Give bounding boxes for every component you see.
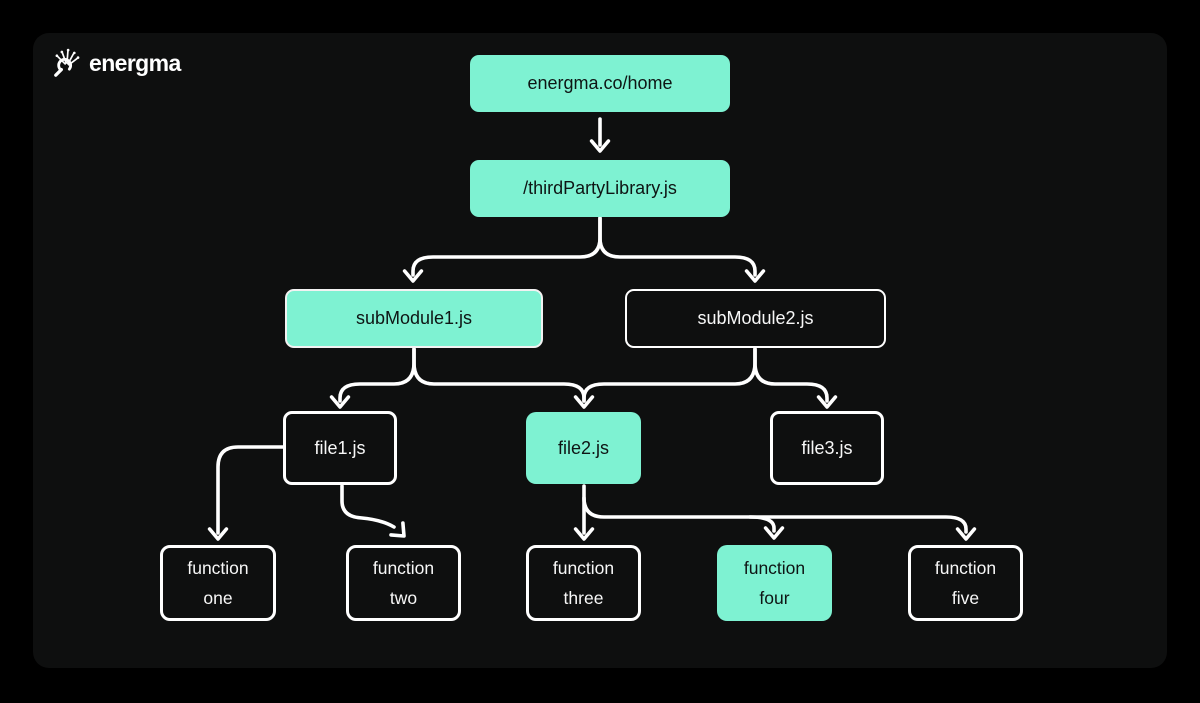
node-function-three: function three: [526, 545, 641, 621]
node-label-line: three: [563, 588, 604, 608]
node-function-two: function two: [346, 545, 461, 621]
node-label-line: five: [951, 588, 980, 608]
node-file2: file2.js: [526, 412, 641, 484]
node-function-one: function one: [160, 545, 276, 621]
brand-logo: energma: [52, 48, 181, 78]
node-label-line: function: [187, 558, 249, 578]
node-file1: file1.js: [283, 411, 397, 485]
node-label-line: function: [934, 558, 997, 578]
node-function-five: function five: [908, 545, 1023, 621]
node-function-four: function four: [717, 545, 832, 621]
node-third-party-library: /thirdPartyLibrary.js: [470, 160, 730, 217]
node-submodule1: subModule1.js: [285, 289, 543, 348]
node-label-line: function: [743, 558, 806, 578]
spark-hand-icon: [54, 48, 80, 77]
brand-name: energma: [89, 49, 181, 76]
node-submodule2: subModule2.js: [625, 289, 886, 348]
node-label-line: two: [389, 588, 418, 608]
node-label-line: function: [372, 558, 435, 578]
node-energma-home: energma.co/home: [470, 55, 730, 112]
node-file3: file3.js: [770, 411, 884, 485]
node-label-line: one: [203, 588, 233, 608]
node-label-line: function: [552, 558, 615, 578]
node-label-line: four: [759, 588, 790, 608]
